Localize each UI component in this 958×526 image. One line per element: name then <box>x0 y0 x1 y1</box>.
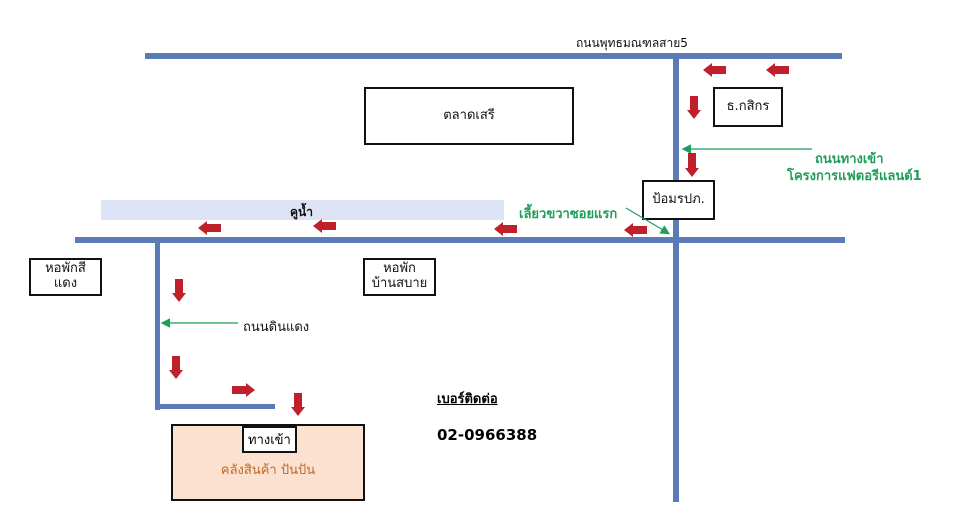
dirt-road-horizontal <box>155 404 275 409</box>
arrow-left-4 <box>494 222 517 236</box>
top-road <box>145 53 842 59</box>
turn-right-pointer-line <box>625 207 671 235</box>
arrow-down-3 <box>172 279 186 302</box>
arrow-right-1 <box>232 383 255 397</box>
arrow-left-3 <box>624 223 647 237</box>
police-box: ป้อมรปภ. <box>642 180 715 220</box>
entrance-road-label-1: ถนนทางเข้า <box>815 152 884 167</box>
middle-road <box>75 237 845 243</box>
arrow-left-6 <box>198 221 221 235</box>
police-box-label: ป้อมรปภ. <box>652 191 705 207</box>
entrance-road-label-2: โครงการแฟตอรีแลนด์1 <box>787 169 922 184</box>
arrow-down-5 <box>291 393 305 416</box>
dirt-road-vertical <box>155 240 160 410</box>
contact-phone: 02-0966388 <box>437 426 538 444</box>
market-box: ตลาดเสรี <box>364 87 574 145</box>
warehouse-label: คลังสินค้า ปันปัน <box>220 463 316 478</box>
arrow-left-1 <box>766 63 789 77</box>
entrance-label: ทางเข้า <box>242 426 297 453</box>
dirt-road-label: ถนนดินแดง <box>243 320 310 335</box>
main-vertical-road <box>673 56 679 502</box>
dorm-sidaeng-box: หอพักสี แดง <box>29 258 102 296</box>
market-label: ตลาดเสรี <box>443 107 495 123</box>
canal <box>101 200 504 220</box>
arrow-down-1 <box>687 96 701 119</box>
canal-label: คูน้ำ <box>290 205 313 219</box>
arrow-left-2 <box>703 63 726 77</box>
contact-title: เบอร์ติดต่อ <box>437 392 498 407</box>
top-road-label: ถนนพุทธมณฑลสาย5 <box>576 36 688 50</box>
dorm-sabai-label-2: บ้านสบาย <box>371 276 428 291</box>
dorm-sabai-label-1: หอพัก <box>383 261 416 277</box>
arrow-left-5 <box>313 219 336 233</box>
warehouse-box: ทางเข้า คลังสินค้า ปันปัน <box>171 424 365 501</box>
arrow-down-4 <box>169 356 183 379</box>
bank-box: ธ.กสิกร <box>713 87 783 127</box>
dorm-sidaeng-label-2: แดง <box>53 276 78 291</box>
dorm-sabai-box: หอพัก บ้านสบาย <box>363 258 436 296</box>
dorm-sidaeng-label-1: หอพักสี <box>45 261 86 277</box>
arrow-down-2 <box>685 153 699 177</box>
bank-label: ธ.กสิกร <box>726 98 770 114</box>
turn-right-label: เลี้ยวขวาซอยแรก <box>519 207 618 222</box>
